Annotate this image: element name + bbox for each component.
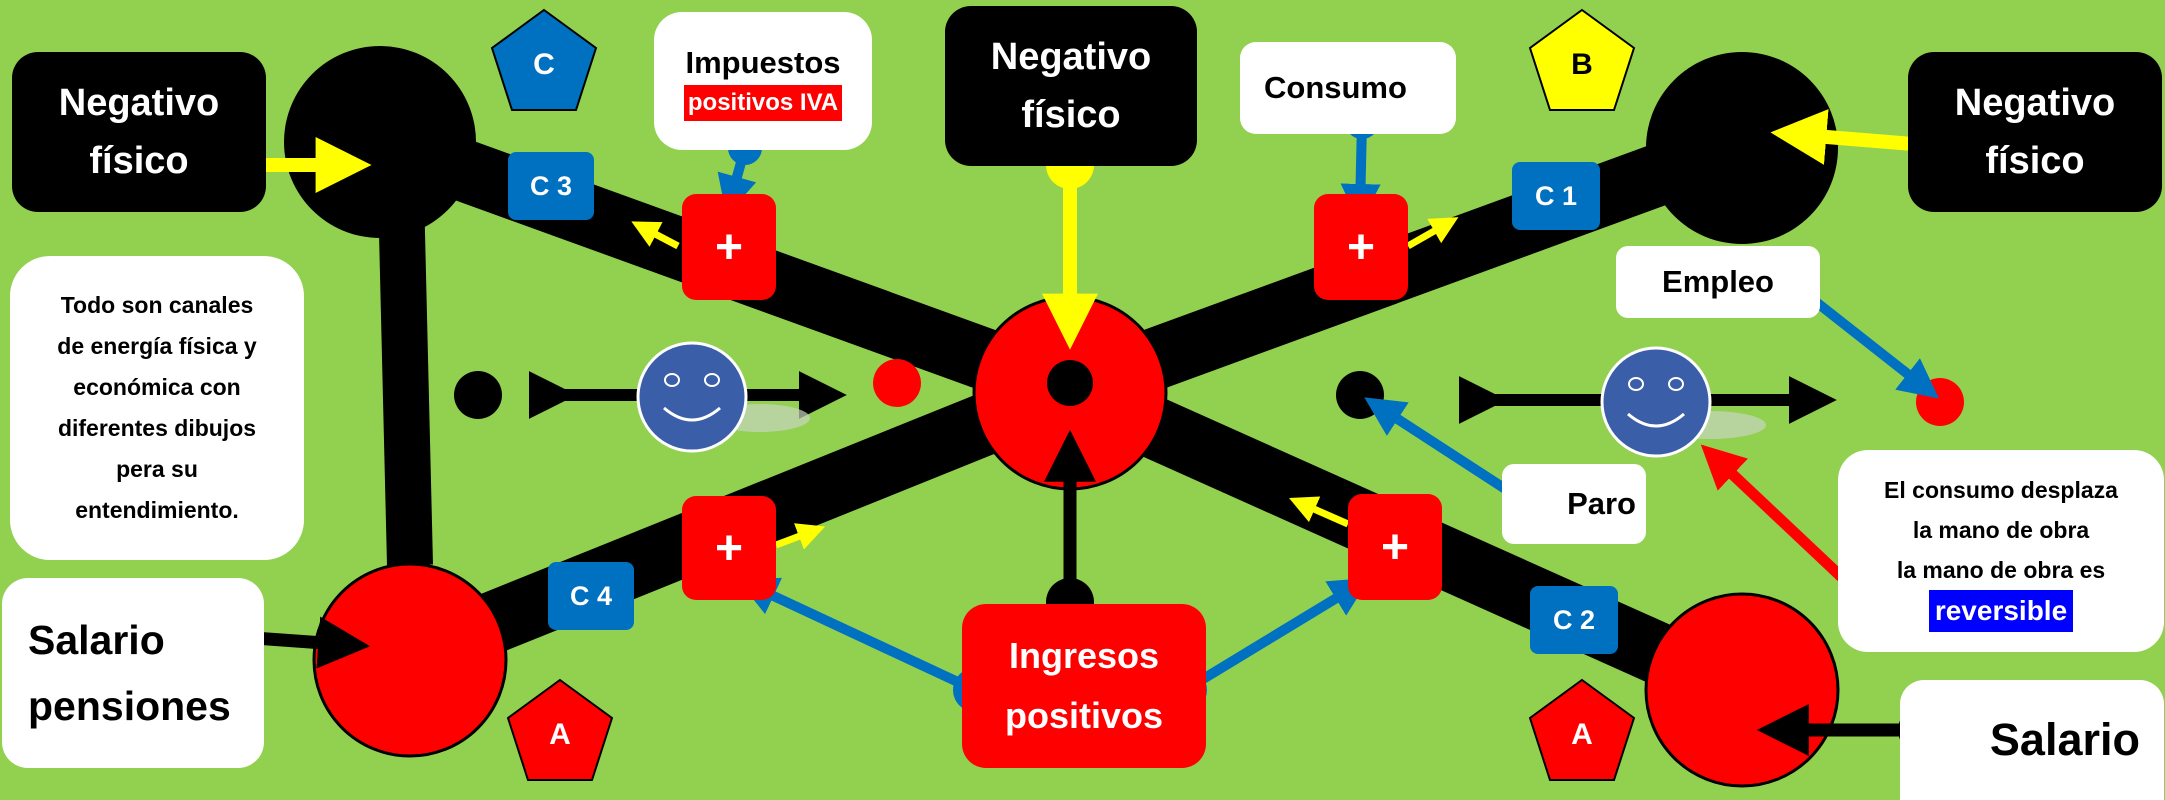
- node-bottom-right: [1644, 592, 1840, 788]
- pentagon-c-label: C: [533, 48, 555, 81]
- pentagon-c-icon: [490, 8, 598, 111]
- impuestos-subtitle: positivos IVA: [683, 85, 843, 121]
- dot-left-black: [454, 371, 502, 419]
- pentagon-a-right-icon: [1528, 678, 1636, 781]
- flow-arrow-c3: [631, 221, 680, 250]
- channel-c2-label: C 2: [1530, 586, 1618, 654]
- ingresos-positivos-box: Ingresos positivos: [962, 604, 1206, 768]
- node-bottom-left: [312, 562, 508, 758]
- node-top-right: [1646, 52, 1838, 244]
- plus-box-c3: +: [682, 194, 776, 300]
- note-left-box: Todo son canales de energía física y eco…: [10, 256, 304, 560]
- pentagon-a-left-icon: [506, 678, 614, 781]
- salario-box: Salario: [1900, 680, 2164, 800]
- channel-c1-label: C 1: [1512, 162, 1600, 230]
- flow-arrow-c4: [774, 523, 826, 550]
- dot-right-black: [1336, 371, 1384, 419]
- node-center-dot: [1047, 360, 1093, 406]
- plus-box-c4: +: [682, 496, 776, 600]
- arrow-blue-ingresos-right: [1182, 577, 1370, 695]
- pentagon-a-left-label: A: [549, 718, 571, 751]
- note-right-box: El consumo desplaza la mano de obra la m…: [1838, 450, 2164, 652]
- dot-left-red: [873, 359, 921, 407]
- paro-box: Paro: [1502, 464, 1646, 544]
- impuestos-box: Impuestos positivos IVA: [654, 12, 872, 150]
- pentagon-b-icon: [1528, 8, 1636, 111]
- note-right-text: El consumo desplaza la mano de obra la m…: [1884, 477, 2118, 583]
- negativo-fisico-center-box: Negativo físico: [945, 6, 1197, 166]
- smiley-face-icon-right: [1600, 346, 1766, 458]
- plus-box-c1: +: [1314, 194, 1408, 300]
- flow-arrow-c2: [1289, 496, 1350, 528]
- consumo-box: Consumo: [1240, 42, 1456, 134]
- pentagon-b-label: B: [1571, 48, 1593, 81]
- negativo-fisico-right-box: Negativo físico: [1908, 52, 2162, 212]
- salario-pensiones-box: Salario pensiones: [2, 578, 264, 768]
- flow-arrow-c1: [1406, 217, 1459, 250]
- negativo-fisico-left-box: Negativo físico: [12, 52, 266, 212]
- plus-box-c2: +: [1348, 494, 1442, 600]
- channel-c4-label: C 4: [548, 562, 634, 630]
- arrow-blue-ingresos-left: [737, 577, 978, 695]
- empleo-box: Empleo: [1616, 246, 1820, 318]
- node-top-left: [284, 46, 476, 238]
- reversible-highlight: reversible: [1928, 590, 2074, 632]
- smiley-face-icon-left: [636, 341, 810, 453]
- channel-c3-label: C 3: [508, 152, 594, 220]
- pentagon-a-right-label: A: [1571, 718, 1593, 751]
- impuestos-title: Impuestos: [685, 45, 841, 80]
